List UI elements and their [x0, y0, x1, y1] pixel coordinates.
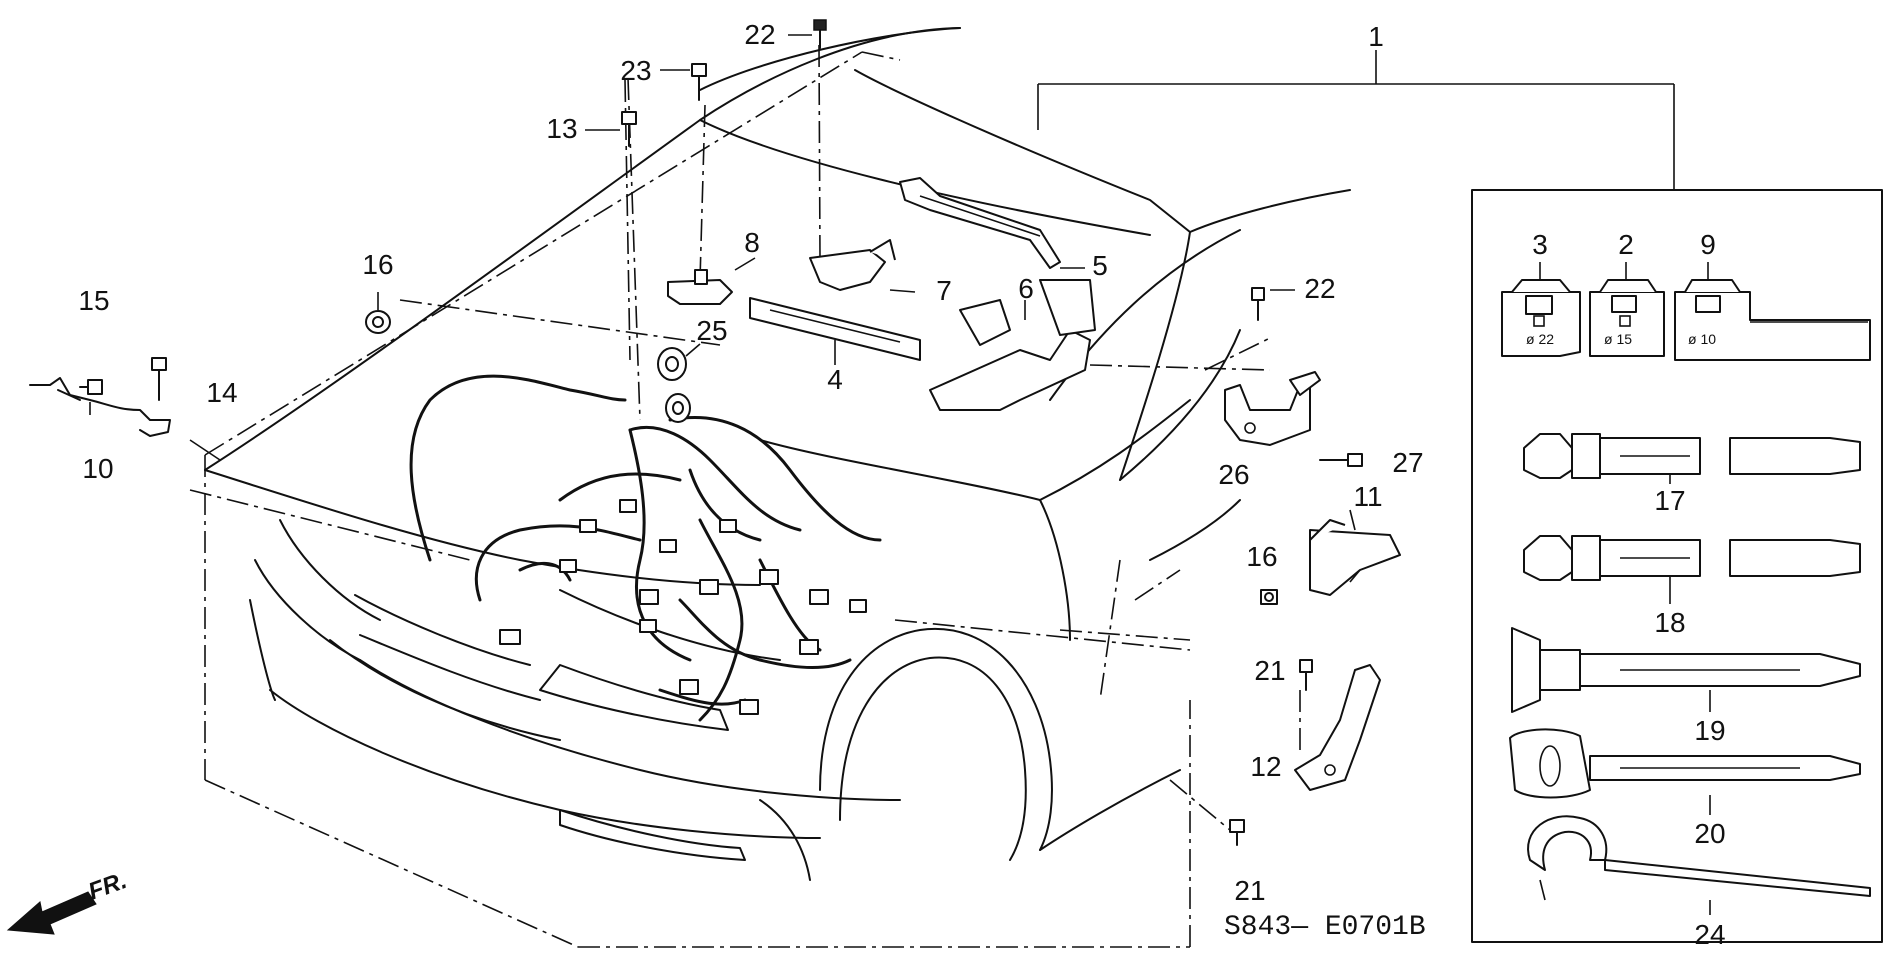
front-direction-arrow — [6, 891, 97, 935]
bracket-11 — [1309, 509, 1401, 596]
tray-5 — [899, 177, 1085, 269]
callout-12: 12 — [1250, 751, 1281, 782]
callout-14: 14 — [206, 377, 237, 408]
callout-17: 17 — [1654, 485, 1685, 516]
callout-1: 1 — [1368, 21, 1384, 52]
callout-labels: 1 2 3 4 5 6 7 8 9 10 11 12 13 14 15 16 1… — [78, 19, 1725, 950]
callout-4: 4 — [827, 364, 843, 395]
ground-cable-10 — [29, 377, 221, 461]
grommet-size-2: ø 15 — [1604, 331, 1632, 347]
bolt-23 — [660, 63, 707, 101]
bolt-13 — [585, 111, 637, 147]
bracket-12 — [1294, 664, 1381, 791]
callout-6: 6 — [1018, 273, 1034, 304]
car-body-outline — [204, 27, 1351, 881]
box-6 — [929, 279, 1096, 411]
callout-8: 8 — [744, 227, 760, 258]
callout-3: 3 — [1532, 229, 1548, 260]
bolt-27 — [1319, 453, 1363, 467]
bolt-14 — [151, 357, 167, 401]
holder-8 — [667, 257, 756, 305]
reference-lines — [189, 44, 1301, 948]
grommet-9 — [1674, 279, 1871, 361]
tray-4 — [749, 297, 921, 365]
callout-21-lower: 21 — [1234, 875, 1265, 906]
diagram-code: S843— E0701B — [1224, 912, 1426, 943]
callout-10: 10 — [82, 453, 113, 484]
sub-assembly-panel — [1471, 189, 1883, 943]
callout-26: 26 — [1218, 459, 1249, 490]
holder-7 — [809, 239, 916, 293]
callout-22-right: 22 — [1304, 273, 1335, 304]
callout-24: 24 — [1694, 919, 1725, 950]
nut-16-left — [365, 292, 391, 334]
bolt-21-upper — [1299, 659, 1313, 691]
clip-24 — [1527, 815, 1871, 901]
bolt-22-right — [1251, 287, 1295, 321]
callout-25: 25 — [696, 315, 727, 346]
grommet-size-3: ø 22 — [1526, 331, 1554, 347]
bracket-26 — [1224, 371, 1321, 446]
callout-13: 13 — [546, 113, 577, 144]
callout-19: 19 — [1694, 715, 1725, 746]
callout-5: 5 — [1092, 250, 1108, 281]
callout-21-upper: 21 — [1254, 655, 1285, 686]
grommet-2 — [1589, 279, 1665, 357]
callout-27: 27 — [1392, 447, 1423, 478]
engine-wire-harness — [409, 374, 882, 722]
clip-17 — [1523, 433, 1861, 479]
callout-11: 11 — [1353, 481, 1382, 512]
callout-18: 18 — [1654, 607, 1685, 638]
grommet-size-9: ø 10 — [1688, 331, 1716, 347]
callout-16-left: 16 — [362, 249, 393, 280]
nut-16-right — [1260, 589, 1278, 605]
grommet-3 — [1501, 279, 1581, 357]
bolt-15 — [79, 379, 103, 395]
front-marker-label: FR. — [85, 867, 131, 906]
callout-16-right: 16 — [1246, 541, 1277, 572]
bolt-22-top — [788, 19, 827, 49]
grommet-size-labels: ø 22 ø 15 ø 10 — [1526, 331, 1716, 347]
callout-20: 20 — [1694, 818, 1725, 849]
callout-15: 15 — [78, 285, 109, 316]
callout-7: 7 — [936, 275, 952, 306]
grommet-25 — [657, 343, 701, 381]
bolt-21-lower — [1229, 819, 1245, 846]
callout-9: 9 — [1700, 229, 1716, 260]
callout-23: 23 — [620, 55, 651, 86]
callout-2: 2 — [1618, 229, 1634, 260]
clip-18 — [1523, 535, 1861, 581]
clip-19 — [1511, 627, 1861, 713]
clip-20 — [1509, 728, 1861, 799]
callout-22-top: 22 — [744, 19, 775, 50]
